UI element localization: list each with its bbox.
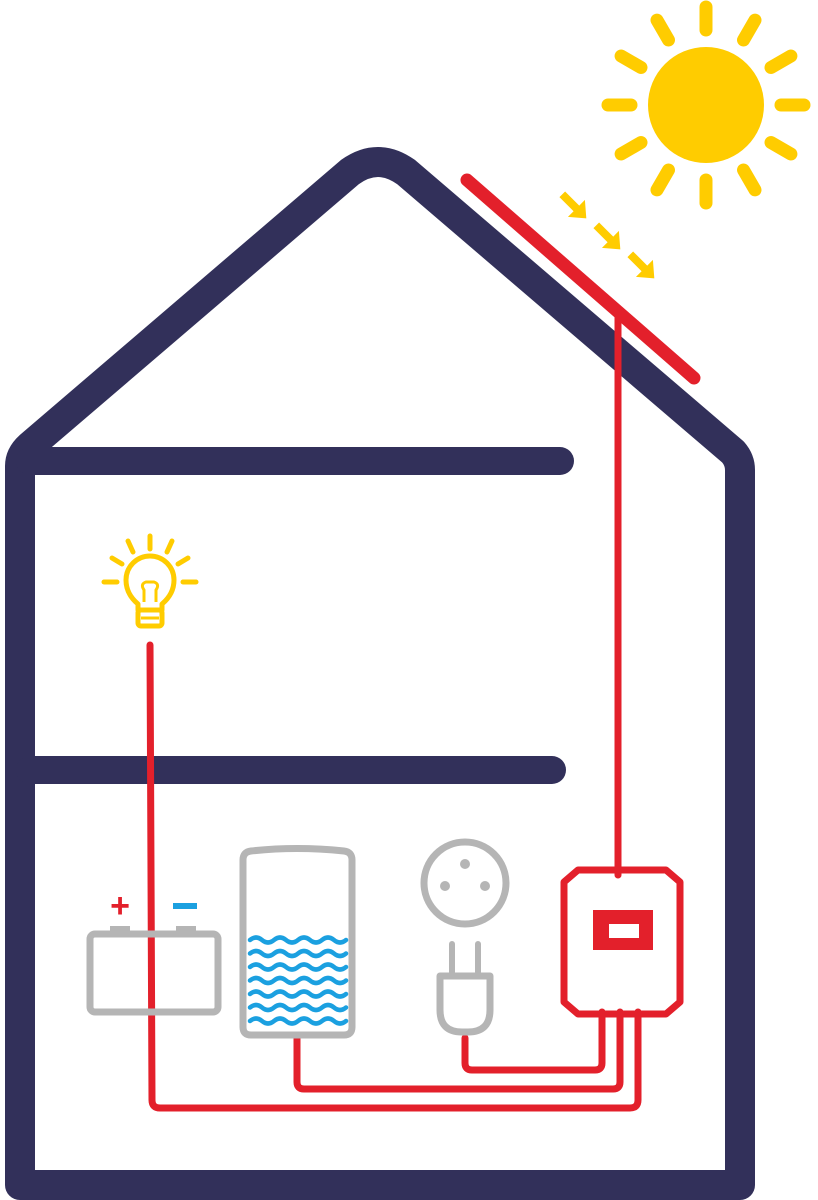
water-tank-icon: [239, 845, 356, 1039]
water-waves: [247, 935, 349, 1026]
socket-outline: [420, 838, 510, 928]
arrow-down-left-icon: [593, 222, 621, 250]
house: [5, 147, 755, 1200]
inverter-icon: [560, 866, 684, 1018]
sun-ray: [650, 163, 675, 197]
light-bulb-icon: [101, 533, 199, 629]
bulb-base: [135, 607, 165, 629]
water-wave: [247, 975, 349, 986]
arrow-down-left-icon: [627, 251, 655, 279]
arrow-down-left-icon: [559, 191, 587, 219]
solar-panel-icon: [460, 173, 701, 385]
water-wave: [247, 962, 349, 972]
battery-body: [86, 930, 222, 1016]
battery-minus-label: [173, 903, 197, 909]
plug-to-inverter-wire: [461, 1008, 606, 1074]
sun-ray: [764, 49, 798, 74]
battery-terminal-plus: [110, 926, 130, 936]
bulb-glass: [123, 553, 177, 613]
battery-icon: +: [86, 887, 222, 1016]
tank-body: [239, 845, 356, 1039]
water-wave: [247, 948, 349, 959]
bulb-rays: [101, 533, 199, 585]
bulb-to-inverter-wire: [146, 641, 642, 1112]
sun-ray: [764, 136, 798, 161]
sun-ray: [614, 136, 648, 161]
battery-terminal-minus: [176, 926, 196, 936]
heater-to-inverter-wire: [293, 1008, 624, 1093]
inverter-body: [560, 866, 684, 1018]
water-wave: [247, 1016, 349, 1026]
sun-ray: [614, 49, 648, 74]
water-wave: [247, 989, 349, 999]
sunlight-arrows: [559, 191, 655, 279]
sun-ray: [650, 13, 675, 47]
battery-plus-label: +: [110, 887, 130, 925]
water-wave: [247, 935, 349, 945]
sun-ray: [737, 13, 762, 47]
water-wave: [247, 1002, 349, 1013]
sun-disc: [648, 47, 764, 163]
wiring: [146, 309, 642, 1112]
plug-body: [436, 972, 494, 1036]
bulb-filament: [140, 580, 160, 602]
power-socket-icon: [420, 838, 510, 928]
inverter-display-window: [609, 924, 639, 938]
sun-ray: [737, 163, 762, 197]
sun-icon: [601, 0, 811, 210]
power-plug-icon: [436, 941, 494, 1036]
